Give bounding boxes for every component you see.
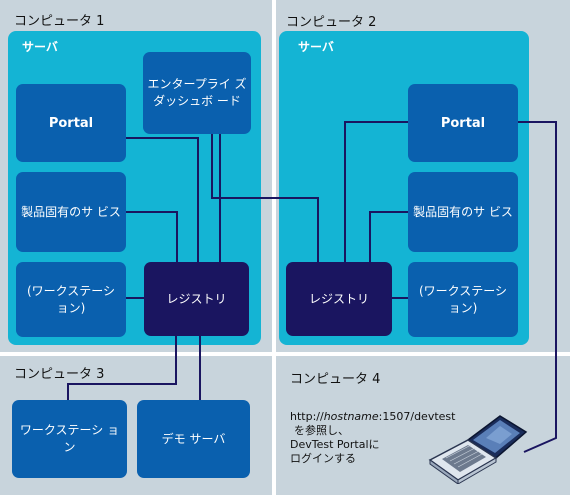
c1-registry-to-c3-workstation-line [67, 336, 177, 400]
computer-2-server-title: サーバ [298, 40, 334, 54]
c2-portal-to-registry-line [344, 121, 408, 262]
laptop-icon [428, 415, 528, 484]
c1-portal-to-registry-line [126, 137, 199, 262]
c2-portal-to-laptop-line [518, 121, 557, 453]
dashboard-to-c2-registry-line [211, 134, 319, 262]
c1-product-service-box: 製品固有のサ ビス [16, 172, 126, 252]
c2-workstation-box: (ワークステーシ ョン) [408, 262, 518, 337]
c1-workstation-box: (ワークステーシ ョン) [16, 262, 126, 337]
computer-3-title: コンピュータ 3 [14, 367, 105, 382]
c1-registry-box: レジストリ [144, 262, 249, 336]
computer-1-server-title: サーバ [22, 40, 58, 54]
c2-service-to-registry-line [369, 211, 408, 262]
computer-4-panel [276, 356, 570, 495]
browse-note: http://hostname:1507/devtest を参照し、 DevTe… [290, 410, 455, 466]
c3-workstation-box: ワークステーシ ョン [12, 400, 127, 478]
c2-portal-box: Portal [408, 84, 518, 162]
browse-note-line4: ログインする [290, 452, 356, 465]
c1-dashboard-box: エンタープライ ズ ダッシュボ ード [143, 52, 251, 134]
computer-2-title: コンピュータ 2 [286, 15, 377, 30]
c2-product-service-box: 製品固有のサ ビス [408, 172, 518, 252]
c3-demo-server-box: デモ サーバ [137, 400, 250, 478]
portal-url: http://hostname:1507/devtest [290, 410, 456, 423]
c2-registry-box: レジストリ [286, 262, 392, 336]
computer-4-title: コンピュータ 4 [290, 372, 381, 387]
computer-1-title: コンピュータ 1 [14, 14, 105, 29]
c1-portal-box: Portal [16, 84, 126, 162]
browse-note-line2: を参照し、 [294, 424, 349, 437]
c1-service-to-registry-line [126, 211, 178, 262]
browse-note-line3: DevTest Portalに [290, 438, 380, 451]
